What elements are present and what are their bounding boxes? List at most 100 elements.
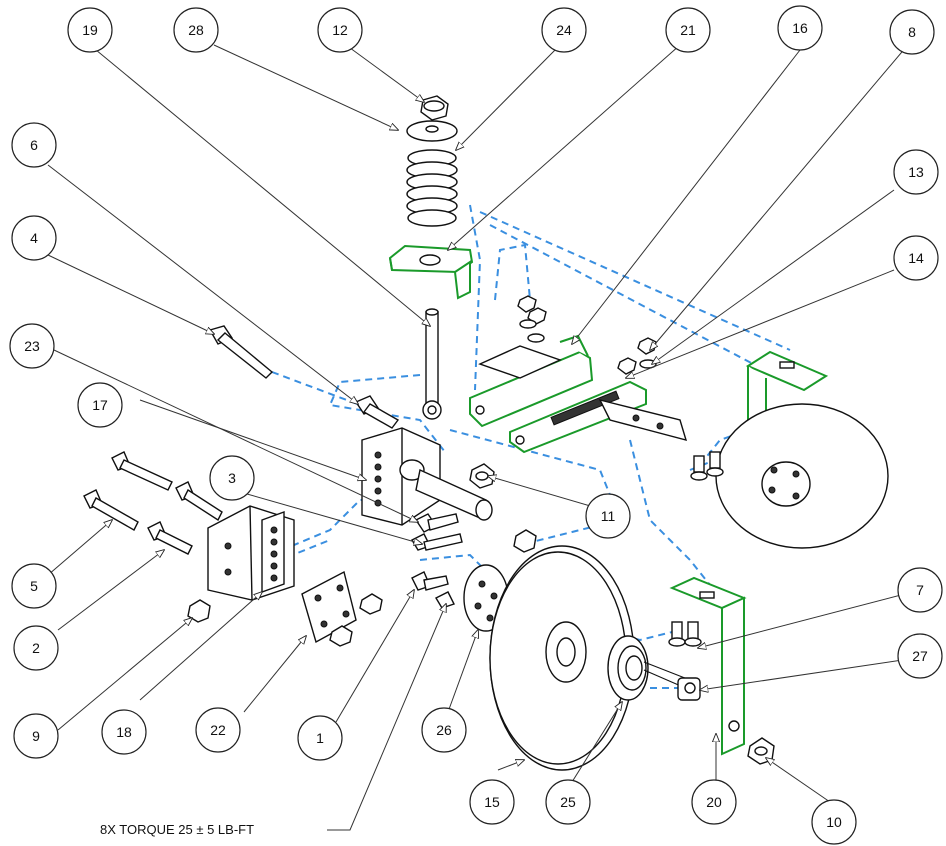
svg-text:2: 2	[32, 640, 40, 656]
leader-15	[497, 760, 524, 771]
leader-24	[456, 44, 561, 150]
svg-text:19: 19	[82, 22, 98, 38]
part-1-bolts	[411, 571, 455, 609]
part-21-spring-bracket	[388, 244, 474, 300]
leader-14	[626, 269, 895, 378]
leader-16	[572, 49, 801, 344]
svg-text:23: 23	[24, 338, 40, 354]
balloon-2: 2	[13, 625, 59, 671]
svg-text:12: 12	[332, 22, 348, 38]
leader-torque-note	[327, 604, 446, 831]
leader-4	[47, 254, 214, 334]
leader-11	[488, 476, 605, 511]
balloon-11: 11	[585, 493, 631, 539]
svg-text:17: 17	[92, 397, 108, 413]
leader-22	[243, 636, 306, 713]
svg-text:10: 10	[826, 814, 842, 830]
balloon-3: 3	[209, 455, 255, 501]
part-11-nut	[469, 463, 495, 489]
leader-9	[57, 618, 192, 731]
leader-lines	[47, 39, 921, 831]
part-small-nuts-upper	[517, 295, 657, 375]
balloon-17: 17	[77, 382, 123, 428]
part-19-eye-rod	[422, 308, 442, 420]
balloon-25: 25	[545, 779, 591, 825]
balloon-5: 5	[11, 563, 57, 609]
balloon-24: 24	[541, 7, 587, 53]
balloon-6: 6	[11, 122, 57, 168]
part-2-bolts	[147, 481, 223, 555]
svg-text:1: 1	[316, 730, 324, 746]
part-nut-lower	[513, 529, 537, 553]
balloon-10: 10	[811, 799, 857, 845]
svg-text:21: 21	[680, 22, 696, 38]
svg-text:13: 13	[908, 164, 924, 180]
leader-8	[650, 39, 913, 350]
balloon-28: 28	[173, 7, 219, 53]
leader-1	[335, 590, 414, 723]
svg-text:18: 18	[116, 724, 132, 740]
balloon-13: 13	[893, 149, 939, 195]
part-10-nut	[747, 737, 775, 765]
balloon-27: 27	[897, 633, 943, 679]
leader-21	[448, 44, 681, 250]
svg-text:14: 14	[908, 250, 924, 266]
svg-text:6: 6	[30, 137, 38, 153]
svg-text:9: 9	[32, 728, 40, 744]
part-4-long-bolt	[208, 325, 274, 379]
balloon-7: 7	[897, 567, 943, 613]
svg-text:11: 11	[601, 508, 616, 524]
leader-17	[139, 399, 366, 480]
part-15-disc-blade	[489, 545, 635, 771]
svg-text:20: 20	[706, 794, 722, 810]
balloon-26: 26	[421, 707, 467, 753]
svg-text:8: 8	[908, 24, 916, 40]
part-17-main-bracket	[361, 427, 493, 526]
leader-25	[571, 702, 622, 783]
part-16-mount-arm	[469, 334, 594, 428]
leader-2	[57, 550, 164, 631]
leader-28	[213, 44, 398, 130]
part-14-slotted-plate	[509, 380, 688, 454]
svg-text:26: 26	[436, 722, 452, 738]
leader-27	[700, 657, 917, 690]
leader-6	[47, 164, 358, 404]
leader-5	[47, 520, 112, 576]
leader-12	[345, 44, 424, 102]
leader-3	[239, 491, 422, 544]
part-5-bolts	[83, 451, 173, 531]
svg-text:7: 7	[916, 582, 924, 598]
part-28-washer	[406, 120, 458, 142]
part-9-nut	[187, 599, 211, 623]
balloon-21: 21	[665, 7, 711, 53]
balloon-14: 14	[893, 235, 939, 281]
balloon-1: 1	[297, 715, 343, 761]
part-right-disc-blade	[690, 403, 889, 549]
leader-26	[447, 630, 478, 713]
part-7-carriage-bolts	[668, 621, 702, 647]
part-18-side-bracket	[207, 505, 295, 601]
balloon-16: 16	[777, 5, 823, 51]
part-23-bolt	[414, 513, 459, 533]
leader-10	[766, 758, 831, 803]
leader-18	[139, 592, 262, 701]
part-24-spring	[406, 149, 458, 227]
part-12-nut	[420, 95, 449, 121]
leader-7	[698, 589, 921, 648]
part-3-bolts	[411, 533, 463, 551]
balloon-8: 8	[889, 9, 935, 55]
svg-text:4: 4	[30, 230, 38, 246]
balloon-15: 15	[469, 779, 515, 825]
balloon-23: 23	[9, 323, 55, 369]
part-6-bolt	[354, 395, 400, 429]
leader-19	[89, 44, 430, 326]
torque-note: 8X TORQUE 25 ± 5 LB-FT	[100, 822, 254, 837]
leader-13	[652, 189, 895, 364]
svg-text:27: 27	[912, 648, 928, 664]
svg-text:16: 16	[792, 20, 808, 36]
part-22-plate	[301, 570, 383, 647]
balloon-19: 19	[67, 7, 113, 53]
balloon-22: 22	[195, 707, 241, 753]
svg-text:22: 22	[210, 722, 226, 738]
